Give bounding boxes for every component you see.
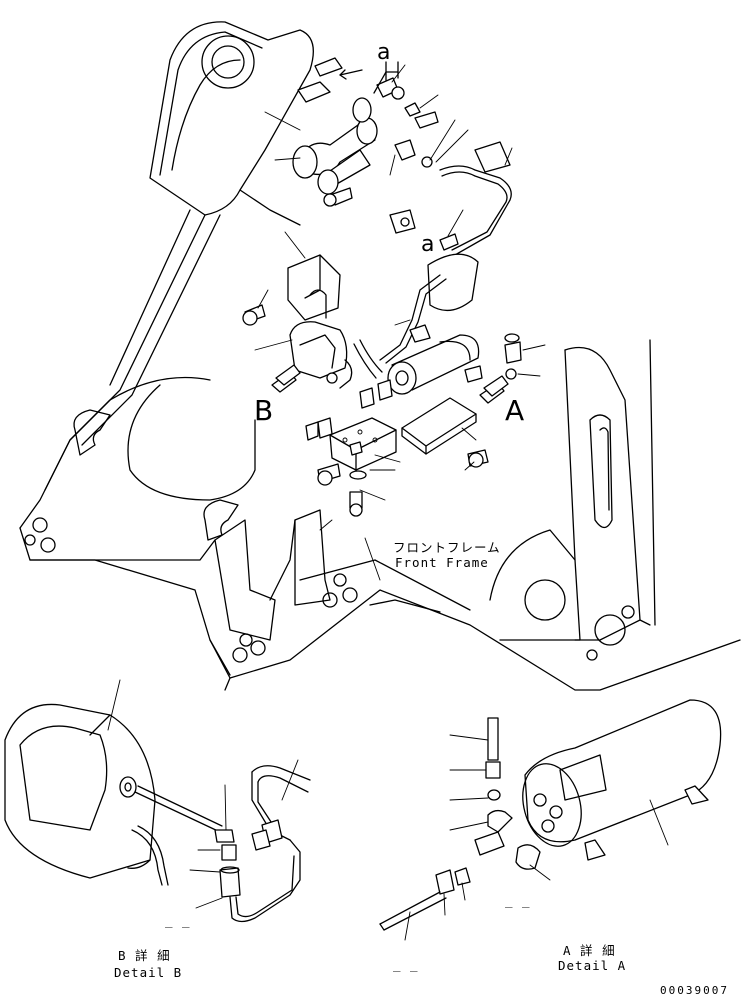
detail-b-title-jp: B 詳 細 bbox=[118, 948, 171, 963]
drawing-number: 00039007 bbox=[660, 984, 729, 997]
horn-assembly bbox=[292, 57, 512, 266]
front-frame bbox=[19, 21, 741, 691]
detail-b-drawing bbox=[4, 679, 311, 923]
view-a-label: A bbox=[505, 394, 525, 427]
detail-a-title-jp: A 詳 細 bbox=[563, 943, 616, 958]
dash-a1: _ _ bbox=[505, 893, 531, 908]
view-b-label: B bbox=[254, 394, 274, 427]
detail-b-title-en: Detail B bbox=[114, 965, 183, 980]
front-frame-label-en: Front Frame bbox=[395, 555, 489, 570]
ref-a-mid: a bbox=[421, 232, 435, 257]
dash-a2: _ _ bbox=[393, 957, 419, 972]
detail-a-drawing bbox=[379, 699, 722, 941]
front-frame-label-jp: フロントフレーム bbox=[393, 540, 501, 555]
ref-a-top: a bbox=[377, 40, 391, 65]
dash-b: _ _ bbox=[165, 913, 191, 928]
air-tank-assembly bbox=[242, 61, 522, 517]
leader-lines-main bbox=[254, 64, 546, 581]
detail-a-title-en: Detail A bbox=[558, 958, 627, 973]
